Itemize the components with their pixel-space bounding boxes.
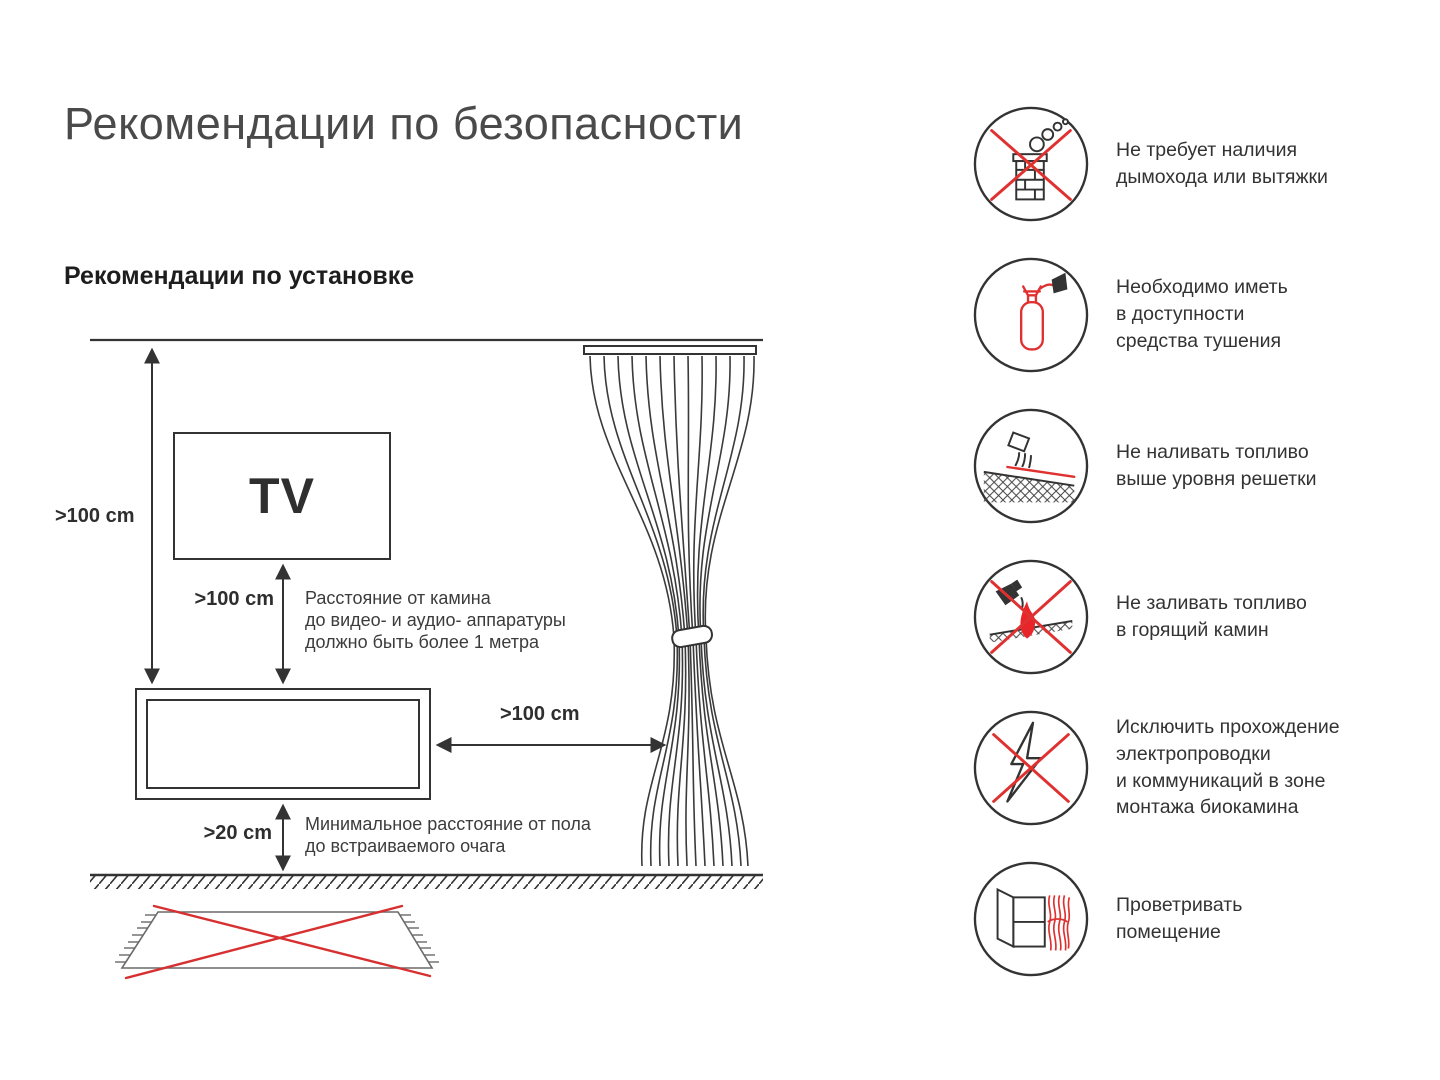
- fireplace-inner-frame: [146, 699, 420, 789]
- no-refuel-burning-icon: [973, 559, 1089, 674]
- safety-item-text: Проветривать помещение: [1116, 893, 1243, 943]
- rug-graphic: [115, 904, 439, 980]
- dimension-arrows: [144, 347, 667, 872]
- curtain-graphic: [583, 345, 757, 867]
- note-tv-distance: Расстояние от камина до видео- и аудио- …: [305, 588, 566, 652]
- safety-item-text: Необходимо иметь в доступности средства …: [1116, 276, 1288, 352]
- rug-cross-icon: [124, 904, 432, 980]
- safety-item: Не заливать топливо в горящий камин: [972, 541, 1437, 692]
- curtain-breeze: [1047, 894, 1071, 951]
- safety-rules-list: Не требует наличия дымохода или вытяжки …: [972, 88, 1437, 994]
- dim-floor-to-fireplace-label: >20 cm: [203, 822, 272, 844]
- safety-item: Исключить прохождение электропроводки и …: [972, 692, 1437, 843]
- page-title: Рекомендации по безопасности: [64, 98, 744, 149]
- safety-item: Необходимо иметь в доступности средства …: [972, 239, 1437, 390]
- fuel-above-grate-icon: [973, 408, 1089, 523]
- ventilate-room-icon: [973, 861, 1089, 976]
- section-subtitle: Рекомендации по установке: [64, 262, 415, 290]
- lightning-bolt: [1006, 721, 1043, 803]
- dim-fireplace-to-curtain-label: >100 cm: [500, 703, 580, 725]
- safety-item-text: Не заливать топливо в горящий камин: [1116, 591, 1307, 641]
- curtain-tieback: [671, 624, 713, 649]
- safety-item: Не наливать топливо выше уровня решетки: [972, 390, 1437, 541]
- dim-ceiling-to-fireplace-label: >100 cm: [55, 505, 135, 527]
- no-electrical-wiring-icon: [973, 710, 1089, 825]
- dim-tv-to-fireplace-label: >100 cm: [194, 588, 274, 610]
- safety-item: Проветривать помещение: [972, 843, 1437, 994]
- rug-fringe: [115, 914, 439, 963]
- safety-item-text: Исключить прохождение электропроводки и …: [1116, 715, 1340, 819]
- safety-item-text: Не наливать топливо выше уровня решетки: [1116, 440, 1317, 490]
- no-chimney-icon: [973, 106, 1089, 221]
- fireplace-box: [135, 688, 431, 800]
- tv-label: TV: [249, 468, 315, 524]
- floor-line: [90, 873, 763, 889]
- safety-item-text: Не требует наличия дымохода или вытяжки: [1116, 138, 1328, 188]
- safety-item: Не требует наличия дымохода или вытяжки: [972, 88, 1437, 239]
- note-floor-distance: Минимальное расстояние от пола до встраи…: [305, 814, 591, 856]
- floor-hatching: [90, 876, 763, 889]
- fire-extinguisher-icon: [973, 257, 1089, 372]
- extinguisher-horn: [1051, 272, 1068, 293]
- tv-box: TV: [173, 432, 391, 560]
